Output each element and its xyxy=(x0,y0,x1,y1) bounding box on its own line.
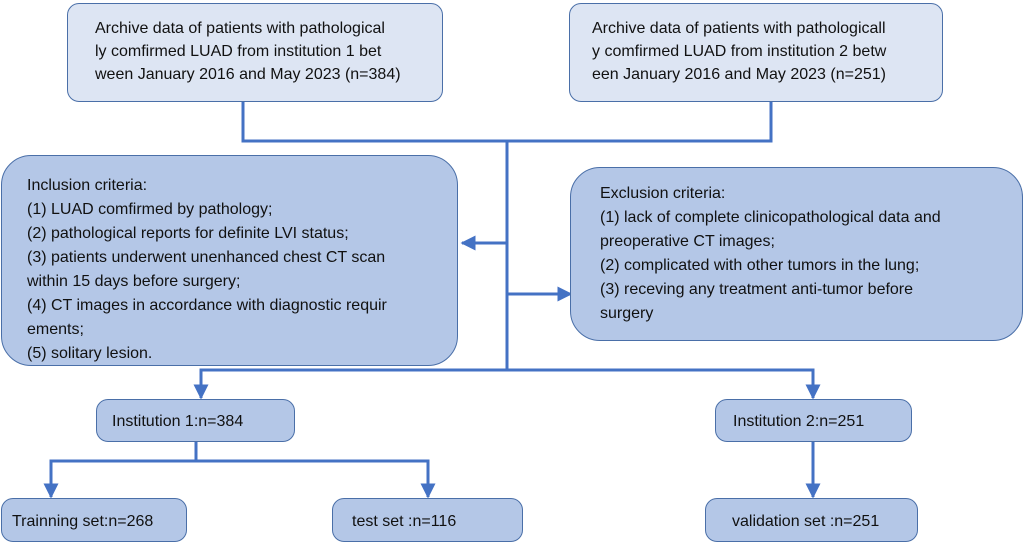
exclusion-item: preoperative CT images; xyxy=(600,233,775,250)
institution1-source-box: Archive data of patients with pathologic… xyxy=(67,3,443,102)
inclusion-item: within 15 days before surgery; xyxy=(27,273,241,290)
exclusion-item: (3) receving any treatment anti-tumor be… xyxy=(600,281,914,298)
inclusion-item: ements; xyxy=(27,321,84,338)
institution1-box: Institution 1:n=384 xyxy=(96,399,295,442)
inclusion-criteria-box: Inclusion criteria: (1) LUAD comfirmed b… xyxy=(1,155,458,366)
test-set-box: test set :n=116 xyxy=(332,498,523,542)
validation-set-box: validation set :n=251 xyxy=(705,498,918,542)
institution2-label: Institution 2:n=251 xyxy=(733,413,865,430)
exclusion-criteria-text: Exclusion criteria: (1) lack of complete… xyxy=(600,182,941,326)
exclusion-criteria-box: Exclusion criteria: (1) lack of complete… xyxy=(570,167,1023,341)
test-set-label: test set :n=116 xyxy=(352,513,457,530)
exclusion-title: Exclusion criteria: xyxy=(600,185,726,202)
inclusion-item: (3) patients underwent unenhanced chest … xyxy=(27,249,386,266)
institution1-source-text: Archive data of patients with pathologic… xyxy=(95,17,401,86)
inclusion-item: (5) solitary lesion. xyxy=(27,345,153,362)
inst1-split-connector xyxy=(43,442,198,499)
text-line: Archive data of patients with pathologic… xyxy=(592,20,886,37)
text-line: Archive data of patients with pathologic… xyxy=(95,20,385,37)
exclusion-item: (1) lack of complete clinicopathological… xyxy=(600,209,941,226)
text-line: ly comfirmed LUAD from institution 1 bet xyxy=(95,43,382,60)
merge-connector xyxy=(241,102,773,143)
institution2-source-text: Archive data of patients with pathologic… xyxy=(592,17,886,86)
training-set-label: Trainning set:n=268 xyxy=(12,513,154,530)
training-set-box: Trainning set:n=268 xyxy=(1,498,187,542)
institution2-box: Institution 2:n=251 xyxy=(715,399,912,442)
exclusion-item: surgery xyxy=(600,305,654,322)
inclusion-item: (2) pathological reports for definite LV… xyxy=(27,225,349,242)
exclusion-item: (2) complicated with other tumors in the… xyxy=(600,257,920,274)
text-line: een January 2016 and May 2023 (n=251) xyxy=(592,66,886,83)
split-connector xyxy=(193,368,821,400)
inclusion-item: (4) CT images in accordance with diagnos… xyxy=(27,297,387,314)
institution1-label: Institution 1:n=384 xyxy=(112,413,244,430)
institution2-source-box: Archive data of patients with pathologic… xyxy=(569,3,943,102)
inst1-to-test-connector xyxy=(196,459,436,499)
inclusion-criteria-text: Inclusion criteria: (1) LUAD comfirmed b… xyxy=(27,174,387,366)
validation-set-label: validation set :n=251 xyxy=(732,513,880,530)
inclusion-item: (1) LUAD comfirmed by pathology; xyxy=(27,201,273,218)
text-line: y comfirmed LUAD from institution 2 betw xyxy=(592,43,887,60)
inclusion-title: Inclusion criteria: xyxy=(27,177,148,194)
text-line: ween January 2016 and May 2023 (n=384) xyxy=(95,66,401,83)
